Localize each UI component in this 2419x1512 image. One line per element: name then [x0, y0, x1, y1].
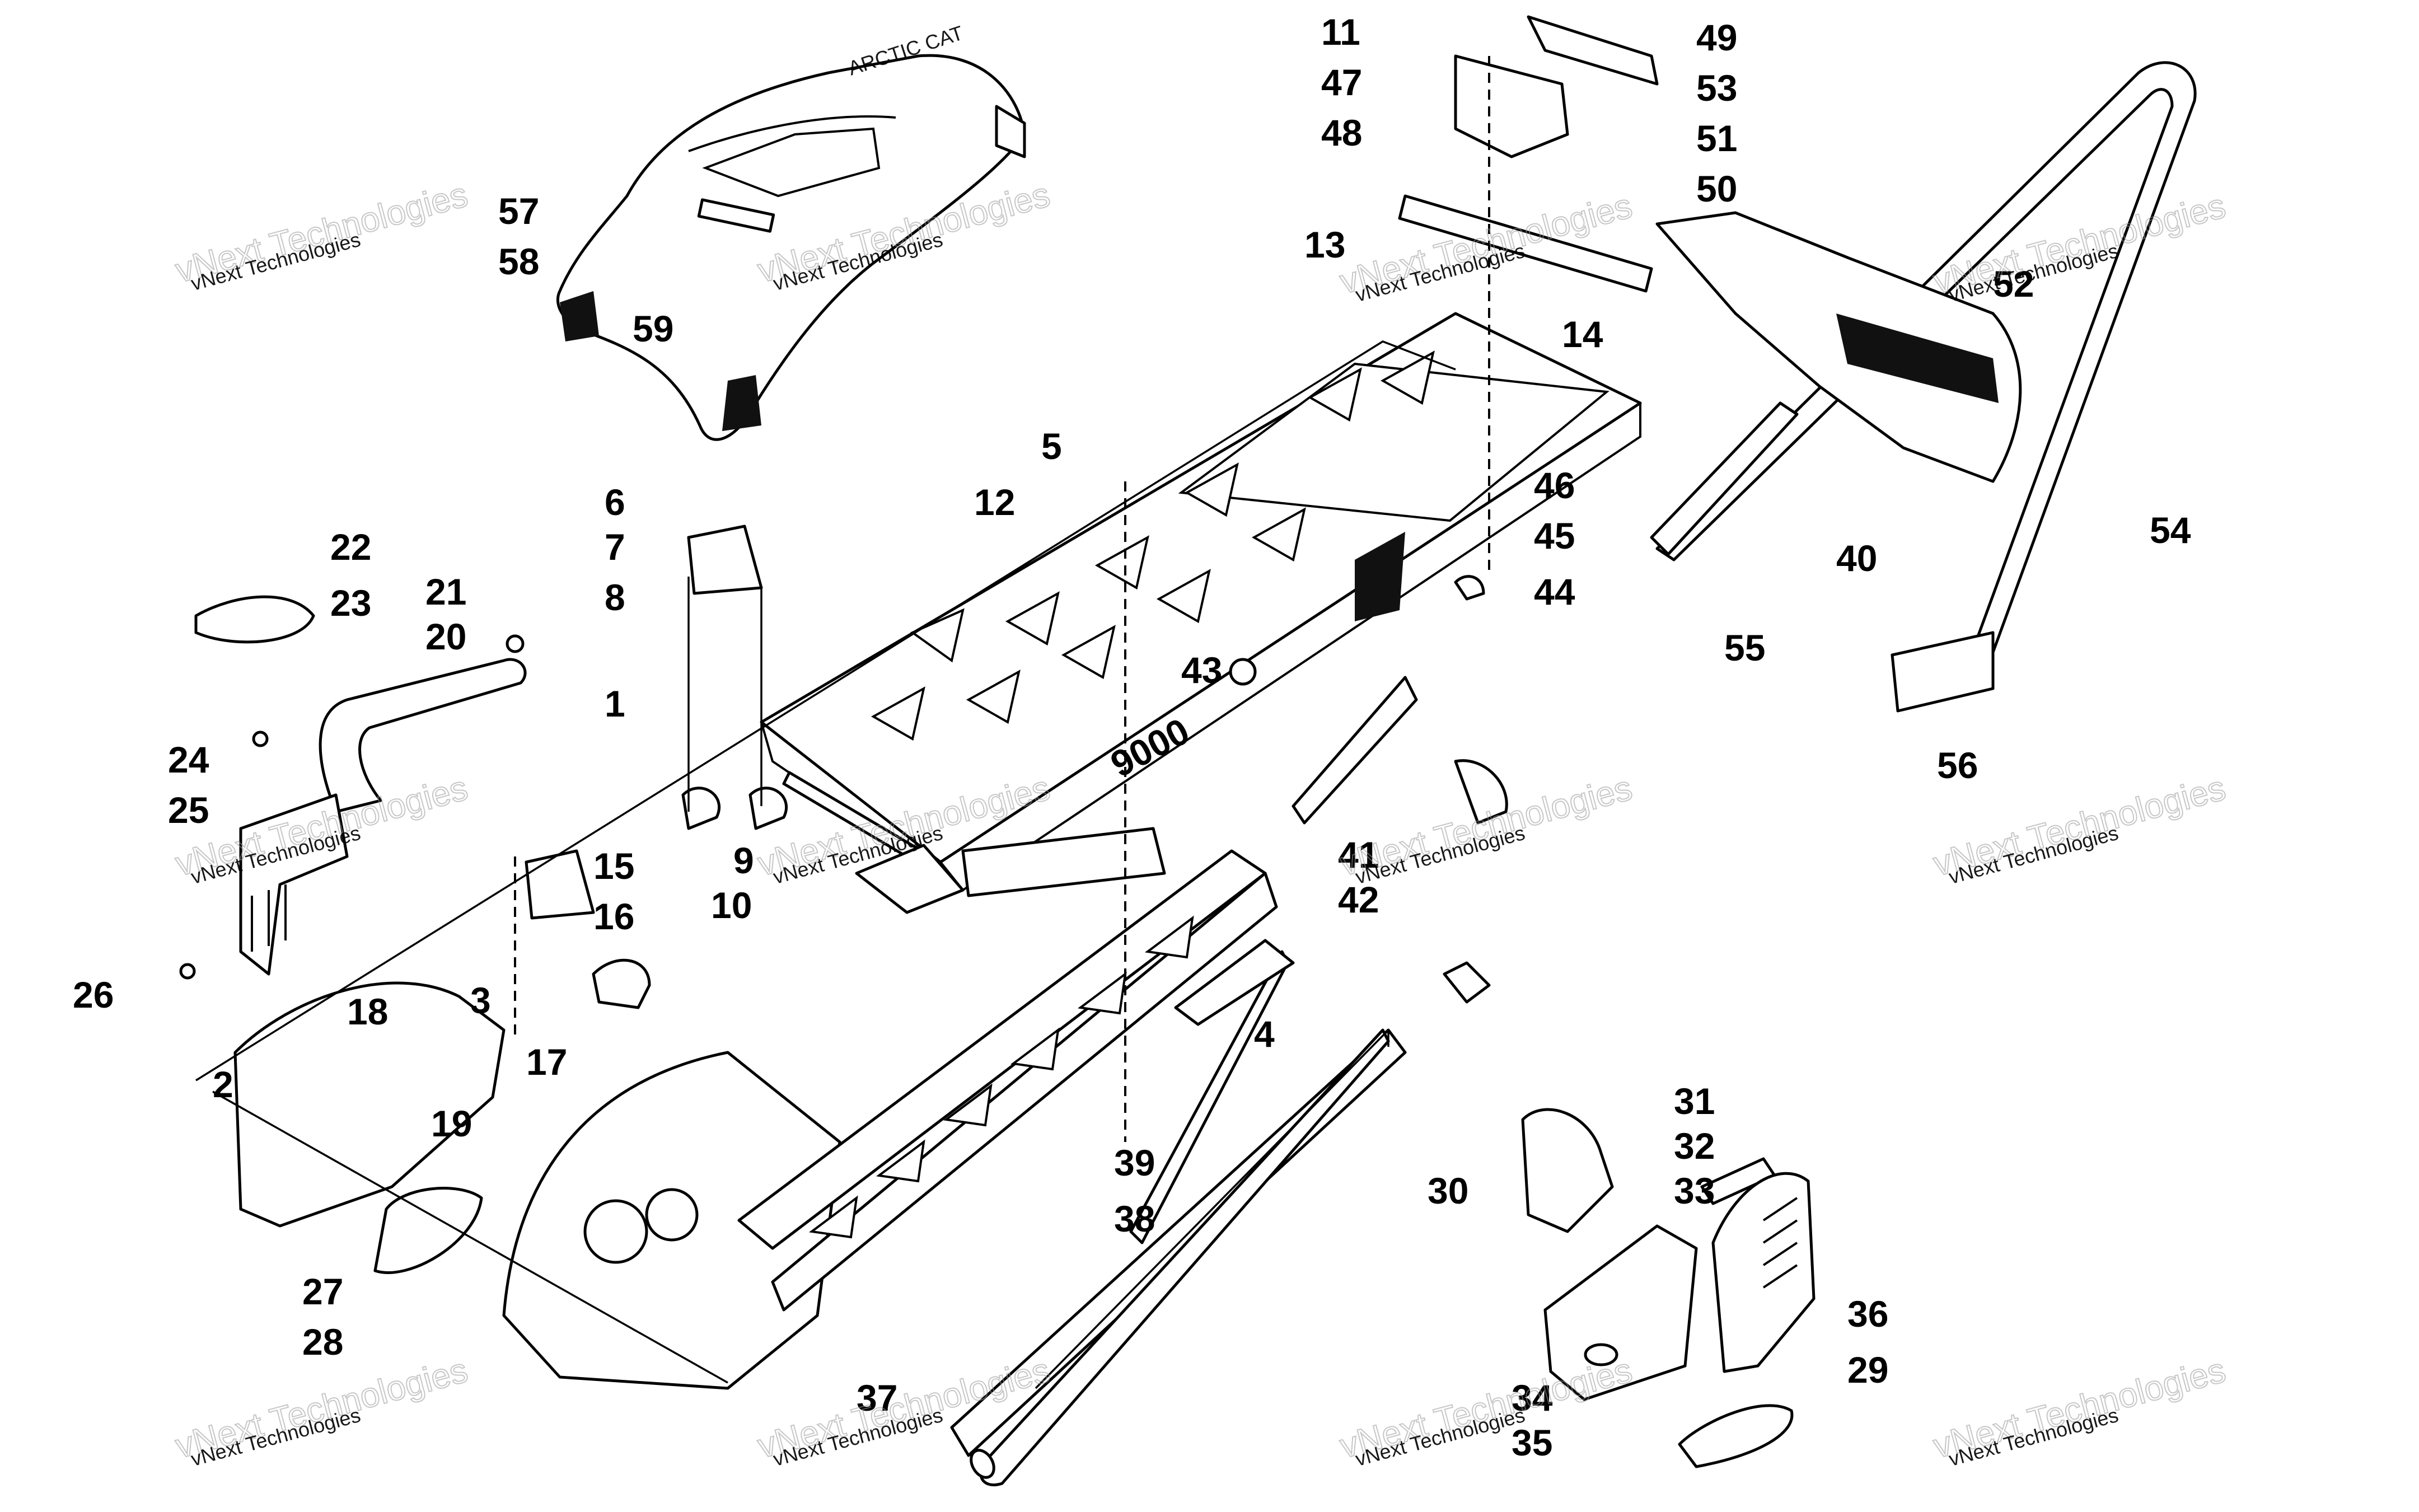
- grab-handle: [179, 595, 527, 980]
- callout-19: 19: [431, 1103, 472, 1144]
- callout-51: 51: [1696, 118, 1737, 159]
- callout-26: 26: [73, 974, 114, 1015]
- rear-bumper: [1655, 61, 2197, 713]
- assembly-lines: [195, 56, 1490, 1389]
- callout-11: 11: [1321, 11, 1360, 53]
- callout-58: 58: [498, 241, 539, 282]
- callout-43: 43: [1181, 649, 1222, 691]
- watermark: vNext Technologies vNext Technologies: [1335, 186, 1636, 306]
- callout-48: 48: [1321, 112, 1362, 153]
- callout-59: 59: [633, 308, 673, 349]
- callout-36: 36: [1847, 1293, 1888, 1335]
- callout-27: 27: [302, 1271, 343, 1312]
- callout-12: 12: [974, 481, 1015, 523]
- callout-54: 54: [2150, 509, 2191, 551]
- callout-15: 15: [593, 845, 634, 887]
- callout-52: 52: [1993, 263, 2034, 305]
- callout-17: 17: [526, 1041, 567, 1083]
- callout-14: 14: [1562, 313, 1603, 355]
- callout-18: 18: [347, 991, 388, 1032]
- callout-6: 6: [605, 481, 625, 523]
- callout-7: 7: [605, 526, 625, 568]
- callout-3: 3: [470, 980, 491, 1021]
- watermark: vNext Technologies vNext Technologies: [1335, 1350, 1636, 1471]
- callout-35: 35: [1512, 1422, 1552, 1463]
- callout-44: 44: [1534, 571, 1575, 612]
- callout-23: 23: [330, 582, 371, 624]
- callout-32: 32: [1674, 1125, 1715, 1167]
- callout-38: 38: [1114, 1198, 1155, 1239]
- callout-55: 55: [1724, 627, 1765, 668]
- callout-57: 57: [498, 190, 539, 232]
- callout-30: 30: [1428, 1170, 1468, 1211]
- watermark: vNext Technologies vNext Technologies: [1929, 768, 2230, 888]
- callout-49: 49: [1696, 17, 1737, 58]
- callout-28: 28: [302, 1321, 343, 1363]
- callout-10: 10: [711, 884, 752, 926]
- callout-56: 56: [1937, 745, 1978, 786]
- callout-31: 31: [1674, 1080, 1715, 1122]
- callout-25: 25: [168, 789, 209, 831]
- callout-20: 20: [425, 616, 466, 657]
- seat: ARCTIC CAT: [556, 21, 1026, 441]
- callout-37: 37: [857, 1377, 897, 1419]
- callout-22: 22: [330, 526, 371, 568]
- callout-8: 8: [605, 577, 625, 618]
- callout-29: 29: [1847, 1349, 1888, 1391]
- callout-34: 34: [1512, 1377, 1553, 1419]
- parts-artwork: ARCTIC CAT: [179, 15, 2197, 1487]
- small-parts: [525, 525, 1508, 1009]
- callout-16: 16: [593, 896, 634, 937]
- callout-42: 42: [1338, 879, 1379, 920]
- callout-24: 24: [168, 739, 209, 780]
- callout-9: 9: [733, 840, 754, 881]
- callout-47: 47: [1321, 62, 1362, 103]
- watermark: vNext Technologies vNext Technologies: [171, 175, 472, 295]
- callout-39: 39: [1114, 1142, 1155, 1183]
- callout-45: 45: [1534, 515, 1575, 556]
- callout-13: 13: [1304, 224, 1345, 265]
- callout-5: 5: [1041, 425, 1062, 467]
- right-side-panel: [1521, 1108, 1816, 1468]
- callout-4: 4: [1254, 1013, 1275, 1055]
- callout-46: 46: [1534, 465, 1575, 506]
- callout-33: 33: [1674, 1170, 1715, 1211]
- watermark: vNext Technologies vNext Technologies: [171, 1350, 472, 1471]
- callout-53: 53: [1696, 67, 1737, 109]
- callout-50: 50: [1696, 168, 1737, 209]
- callout-40: 40: [1836, 537, 1877, 579]
- watermark: vNext Technologies vNext Technologies: [171, 768, 472, 888]
- callout-1: 1: [605, 683, 625, 724]
- callout-2: 2: [213, 1064, 233, 1105]
- callout-41: 41: [1338, 834, 1379, 876]
- snow-flap: [1650, 211, 2022, 556]
- tunnel: 9000: [760, 312, 1642, 891]
- top-bracket: [1398, 15, 1659, 293]
- watermark: vNext Technologies vNext Technologies: [1929, 1350, 2230, 1471]
- callout-labels: 1 2 3 4 5 6 7 8 9 10 11 12 13 14 15 16 1…: [73, 11, 2191, 1463]
- callout-21: 21: [425, 571, 466, 612]
